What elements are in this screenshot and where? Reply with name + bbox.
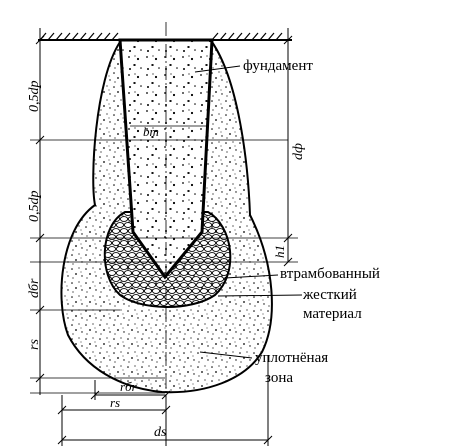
- dim-half-d-mid: 0,5dр: [27, 191, 42, 223]
- left-dimension-line: [35, 28, 45, 395]
- dim-r-s: rs: [110, 395, 120, 410]
- label-foundation: фундамент: [243, 58, 313, 74]
- dim-b-m: bm: [143, 124, 159, 139]
- bottom-dimension-lines: [57, 355, 273, 446]
- leader-lines: [194, 65, 303, 359]
- dim-d-s: ds: [154, 425, 167, 440]
- dim-r-br: rбr: [120, 379, 138, 394]
- label-rammed-line3: материал: [303, 306, 362, 322]
- dim-h1: h1: [272, 245, 287, 258]
- reference-lines: [30, 139, 298, 394]
- label-compacted-line2: зона: [265, 370, 293, 386]
- label-rammed-line1: втрамбованный: [280, 266, 380, 282]
- dim-d-f: dф: [291, 143, 306, 160]
- dim-half-d-top: 0,5dр: [27, 81, 42, 113]
- right-dimension-line: [283, 28, 293, 267]
- dim-d-br: dбr: [27, 278, 42, 298]
- label-compacted-line1: уплотнёная: [255, 350, 328, 366]
- dim-r-s-left: rs: [27, 339, 42, 350]
- label-rammed-line2: жесткий: [302, 287, 357, 303]
